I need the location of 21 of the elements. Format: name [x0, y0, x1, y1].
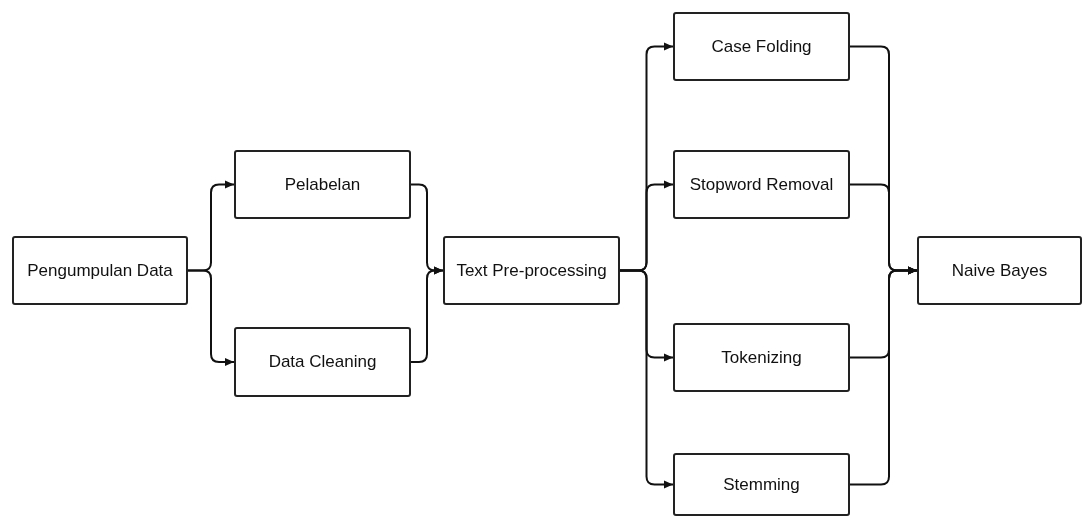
process-box — [673, 453, 850, 516]
arrow — [619, 269, 674, 489]
process-box — [673, 150, 850, 219]
box-label: Stopword Removal — [689, 173, 834, 196]
process-box — [673, 12, 850, 81]
box-label: Pelabelan — [284, 173, 361, 196]
box-label: Pengumpulan Data — [27, 259, 173, 282]
box-label: Stemming — [723, 473, 800, 496]
arrow — [849, 266, 918, 486]
box-label: Naive Bayes — [951, 259, 1048, 282]
box-label: Case Folding — [711, 35, 812, 58]
box-label: Data Cleaning — [268, 351, 377, 373]
process-box — [443, 236, 620, 305]
box-label: Tokenizing — [721, 346, 802, 369]
process-box — [12, 236, 188, 305]
arrow — [187, 269, 235, 366]
process-box — [673, 323, 850, 392]
process-box — [917, 236, 1082, 305]
process-box — [234, 327, 411, 397]
box-label: Text Pre-processing — [456, 259, 607, 282]
process-box — [234, 150, 411, 219]
